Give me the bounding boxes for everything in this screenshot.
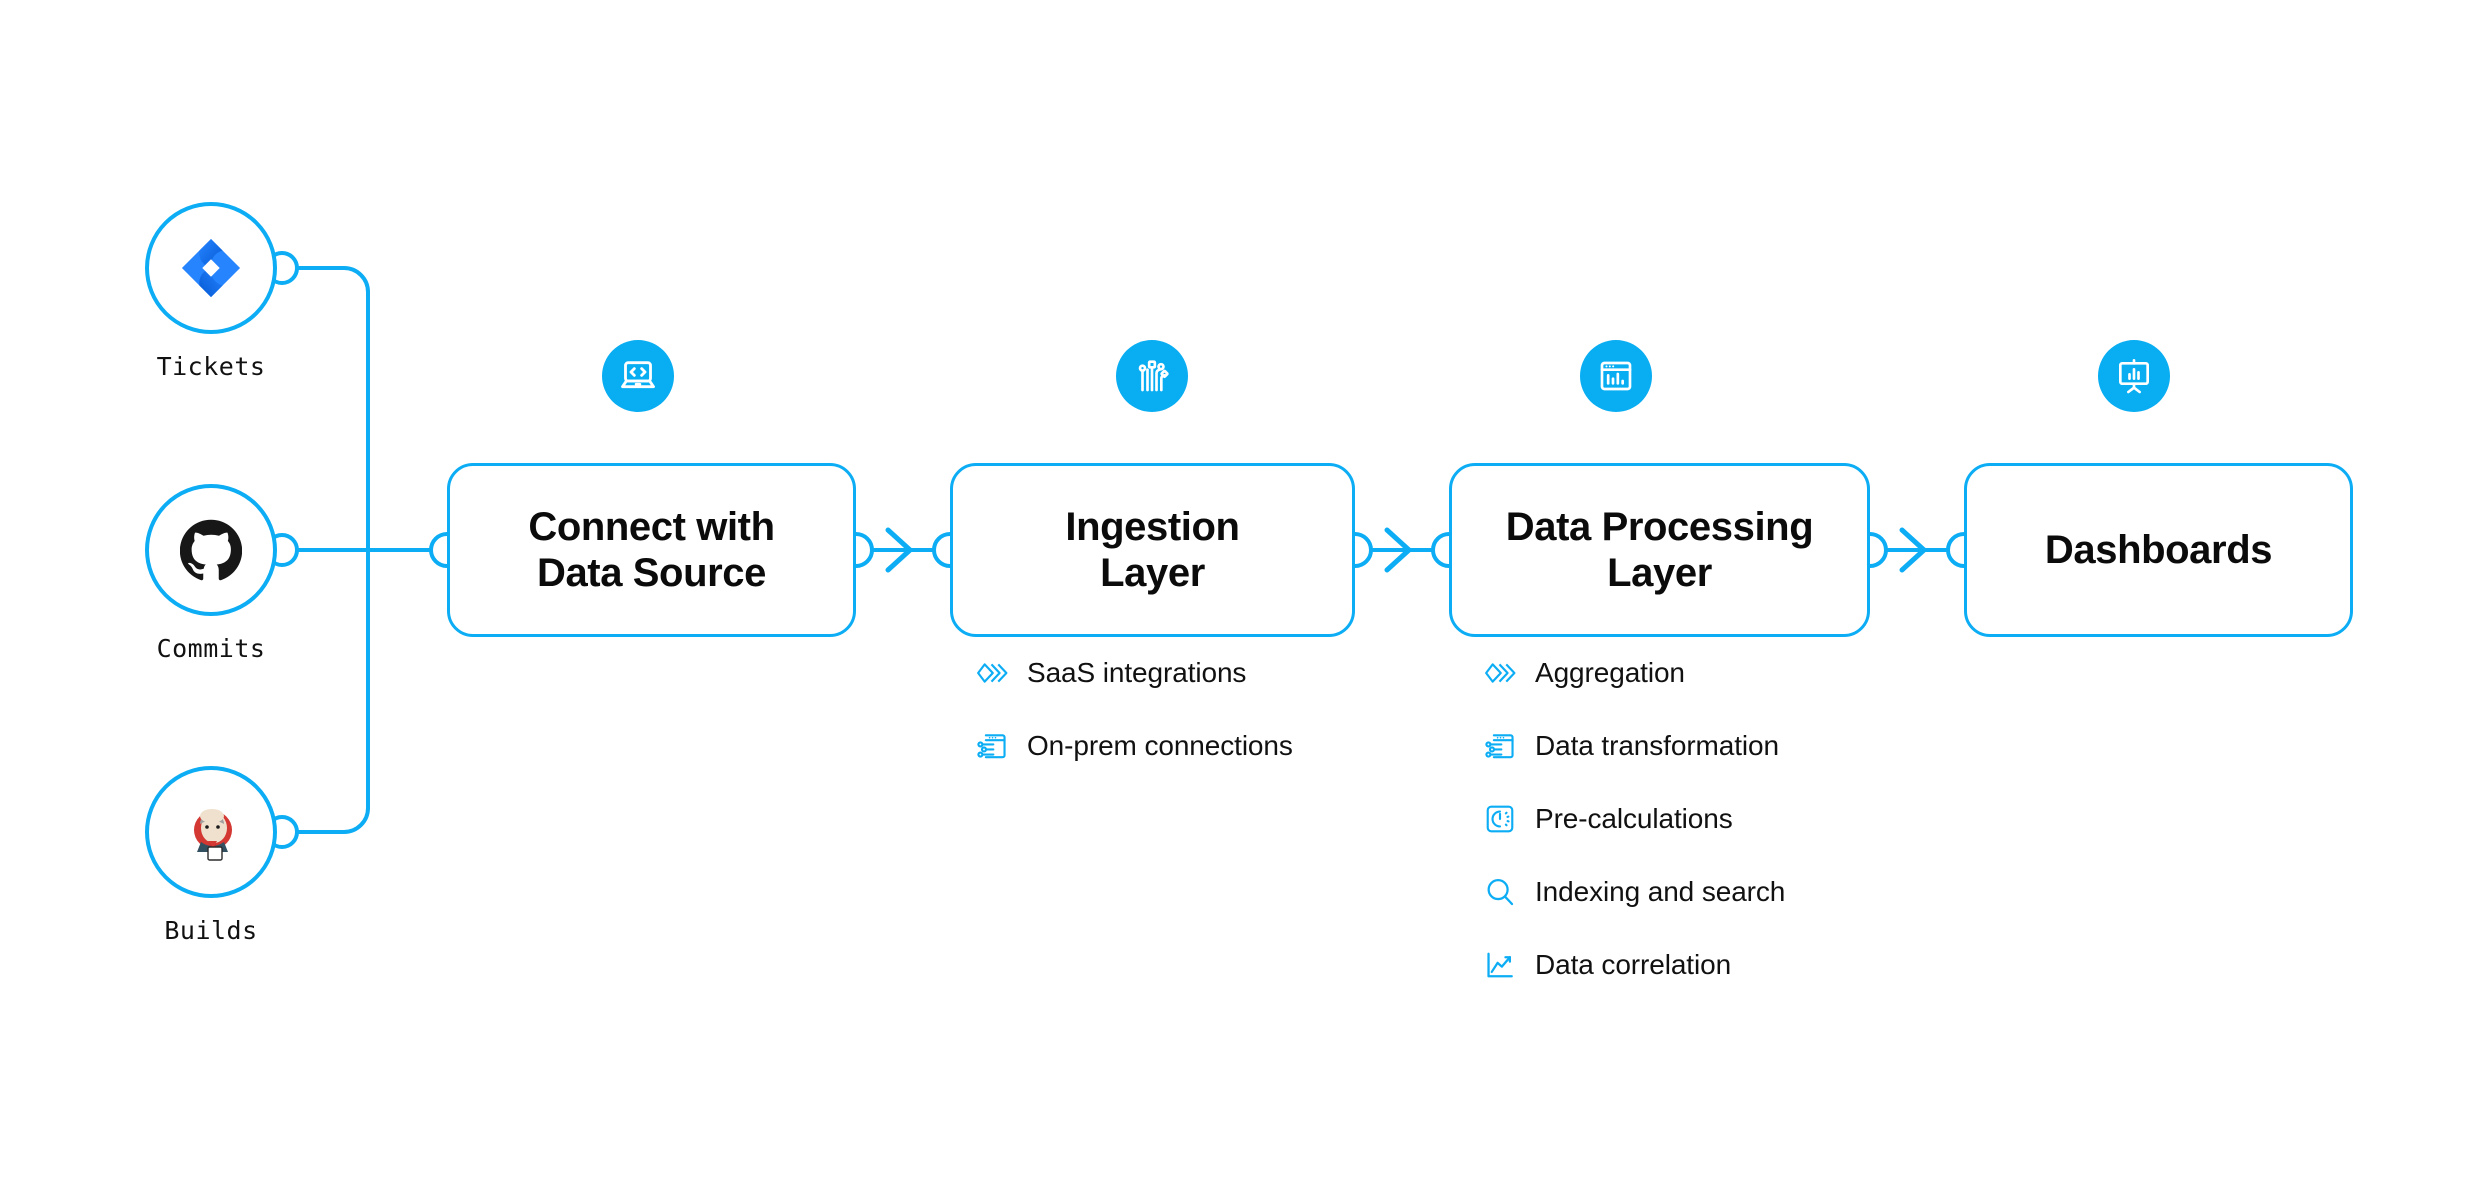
layered-chevrons-icon — [975, 656, 1009, 690]
wire-builds — [293, 568, 370, 834]
stage-connect-with-data-source[interactable]: Connect with Data Source — [447, 463, 856, 637]
stage-title-line2: Layer — [1607, 551, 1712, 595]
source-ring — [145, 202, 277, 334]
source-label: Tickets — [156, 352, 266, 381]
stage-title-line2: Layer — [1100, 551, 1205, 595]
stage-data-processing-layer[interactable]: Data Processing Layer — [1449, 463, 1870, 637]
list-item-label: On-prem connections — [1027, 730, 1293, 761]
list-item[interactable]: On-prem connections — [975, 723, 1293, 769]
stage-title: Data Processing Layer — [1490, 504, 1829, 597]
source-node-builds[interactable]: Builds — [145, 766, 277, 945]
stage-title: Connect with Data Source — [512, 504, 790, 597]
list-item-label: Pre-calculations — [1535, 803, 1733, 834]
list-item[interactable]: SaaS integrations — [975, 650, 1293, 696]
wire-tickets — [293, 266, 370, 532]
list-item-label: Data correlation — [1535, 949, 1732, 980]
circuit-nodes-icon — [1116, 340, 1188, 412]
source-node-commits[interactable]: Commits — [145, 484, 277, 663]
list-item[interactable]: Data correlation — [1483, 942, 1785, 988]
laptop-code-icon — [602, 340, 674, 412]
gauge-square-icon — [1483, 802, 1517, 836]
stage-title: Ingestion Layer — [1049, 504, 1255, 597]
window-sliders-icon — [1483, 729, 1517, 763]
source-ring — [145, 484, 277, 616]
stage-ingestion-layer[interactable]: Ingestion Layer — [950, 463, 1355, 637]
stage-title-line1: Ingestion — [1065, 504, 1240, 549]
arrowhead-3 — [1899, 527, 1927, 573]
list-item[interactable]: Data transformation — [1483, 723, 1785, 769]
window-sliders-icon — [975, 729, 1009, 763]
jenkins-icon — [145, 766, 277, 898]
stage-title-line1: Data Processing — [1505, 504, 1814, 549]
list-item-label: Aggregation — [1535, 657, 1685, 688]
arrowhead-2 — [1384, 527, 1412, 573]
source-node-tickets[interactable]: Tickets — [145, 202, 277, 381]
stage-dashboards[interactable]: Dashboards — [1964, 463, 2353, 637]
source-ring — [145, 766, 277, 898]
layered-chevrons-icon — [1483, 656, 1517, 690]
processing-feature-list: Aggregation Data transformation — [1483, 650, 1785, 1015]
list-item-label: Indexing and search — [1535, 876, 1786, 907]
stage-title-line1: Connect with — [528, 504, 775, 549]
line-chart-icon — [1483, 948, 1517, 982]
github-icon — [145, 484, 277, 616]
stage-title: Dashboards — [2029, 527, 2288, 573]
list-item[interactable]: Indexing and search — [1483, 869, 1785, 915]
list-item[interactable]: Aggregation — [1483, 650, 1785, 696]
window-bar-chart-icon — [1580, 340, 1652, 412]
stage-title-line1: Dashboards — [2044, 527, 2273, 572]
list-item[interactable]: Pre-calculations — [1483, 796, 1785, 842]
jira-icon — [145, 202, 277, 334]
source-label: Builds — [164, 916, 258, 945]
magnifier-icon — [1483, 875, 1517, 909]
ingestion-feature-list: SaaS integrations On-prem connections — [975, 650, 1293, 796]
source-label: Commits — [156, 634, 266, 663]
presentation-chart-icon — [2098, 340, 2170, 412]
list-item-label: SaaS integrations — [1027, 657, 1247, 688]
stage-title-line2: Data Source — [536, 551, 766, 595]
list-item-label: Data transformation — [1535, 730, 1779, 761]
arrowhead-1 — [885, 527, 913, 573]
